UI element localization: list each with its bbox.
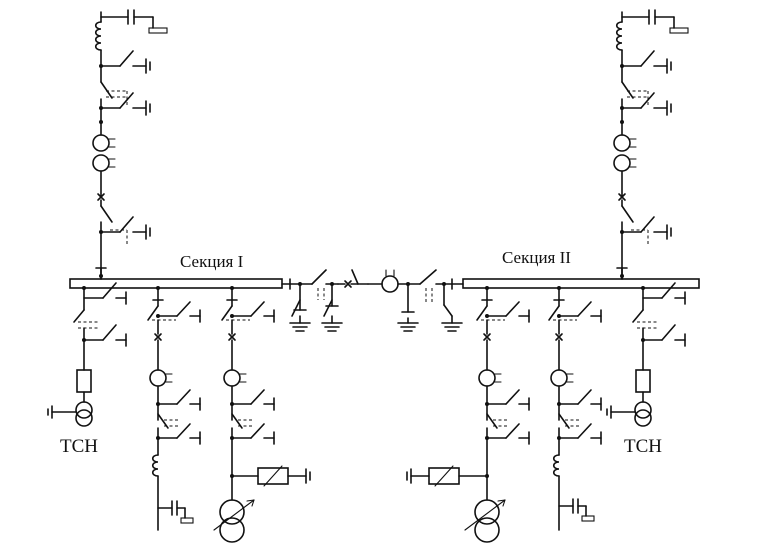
autotransformer-icon xyxy=(474,517,500,543)
section-1-label: Секция I xyxy=(180,252,244,271)
current-transformer-icon xyxy=(381,275,399,293)
autotransformer-icon xyxy=(219,499,245,525)
left-autotransformer-feeder xyxy=(213,286,311,543)
fuse-icon xyxy=(76,369,92,393)
breaker-cross-icon xyxy=(344,280,352,288)
breaker-cross-icon xyxy=(483,333,491,341)
autotransformer-icon xyxy=(474,499,500,525)
reactor-coil-icon xyxy=(552,454,560,477)
transformer-winding-icon xyxy=(75,401,93,419)
section-2-label: Секция II xyxy=(502,248,571,267)
right-shunt-reactor-feeder xyxy=(548,286,602,531)
current-transformer-icon xyxy=(613,154,631,172)
transformer-winding-icon xyxy=(634,401,652,419)
breaker-cross-icon xyxy=(154,333,162,341)
aux-transformer-right-label: ТСН xyxy=(624,436,662,457)
busbar-section-2 xyxy=(462,278,700,289)
current-transformer-icon xyxy=(613,134,631,152)
line-reactor-icon xyxy=(615,21,623,51)
busbar-section-1 xyxy=(69,278,283,289)
current-transformer-icon xyxy=(92,134,110,152)
current-transformer-icon xyxy=(550,369,568,387)
reactor-coil-icon xyxy=(151,454,159,477)
fuse-icon xyxy=(635,369,651,393)
autotransformer-icon xyxy=(219,517,245,543)
transformer-winding-icon xyxy=(75,409,93,427)
breaker-cross-icon xyxy=(97,193,105,201)
aux-transformer-left-label: ТСН xyxy=(60,436,98,457)
current-transformer-icon xyxy=(223,369,241,387)
right-line-feeder xyxy=(613,9,689,280)
breaker-cross-icon xyxy=(555,333,563,341)
left-line-feeder xyxy=(92,9,168,280)
breaker-cross-icon xyxy=(228,333,236,341)
right-autotransformer-feeder xyxy=(406,286,530,543)
current-transformer-icon xyxy=(92,154,110,172)
left-aux-transformer-feeder xyxy=(47,282,127,427)
right-aux-transformer-feeder xyxy=(606,282,686,427)
transformer-winding-icon xyxy=(634,409,652,427)
bus-sectionalizer xyxy=(281,269,464,332)
left-shunt-reactor-feeder xyxy=(147,286,201,531)
breaker-cross-icon xyxy=(618,193,626,201)
line-reactor-icon xyxy=(94,21,102,51)
current-transformer-icon xyxy=(149,369,167,387)
current-transformer-icon xyxy=(478,369,496,387)
